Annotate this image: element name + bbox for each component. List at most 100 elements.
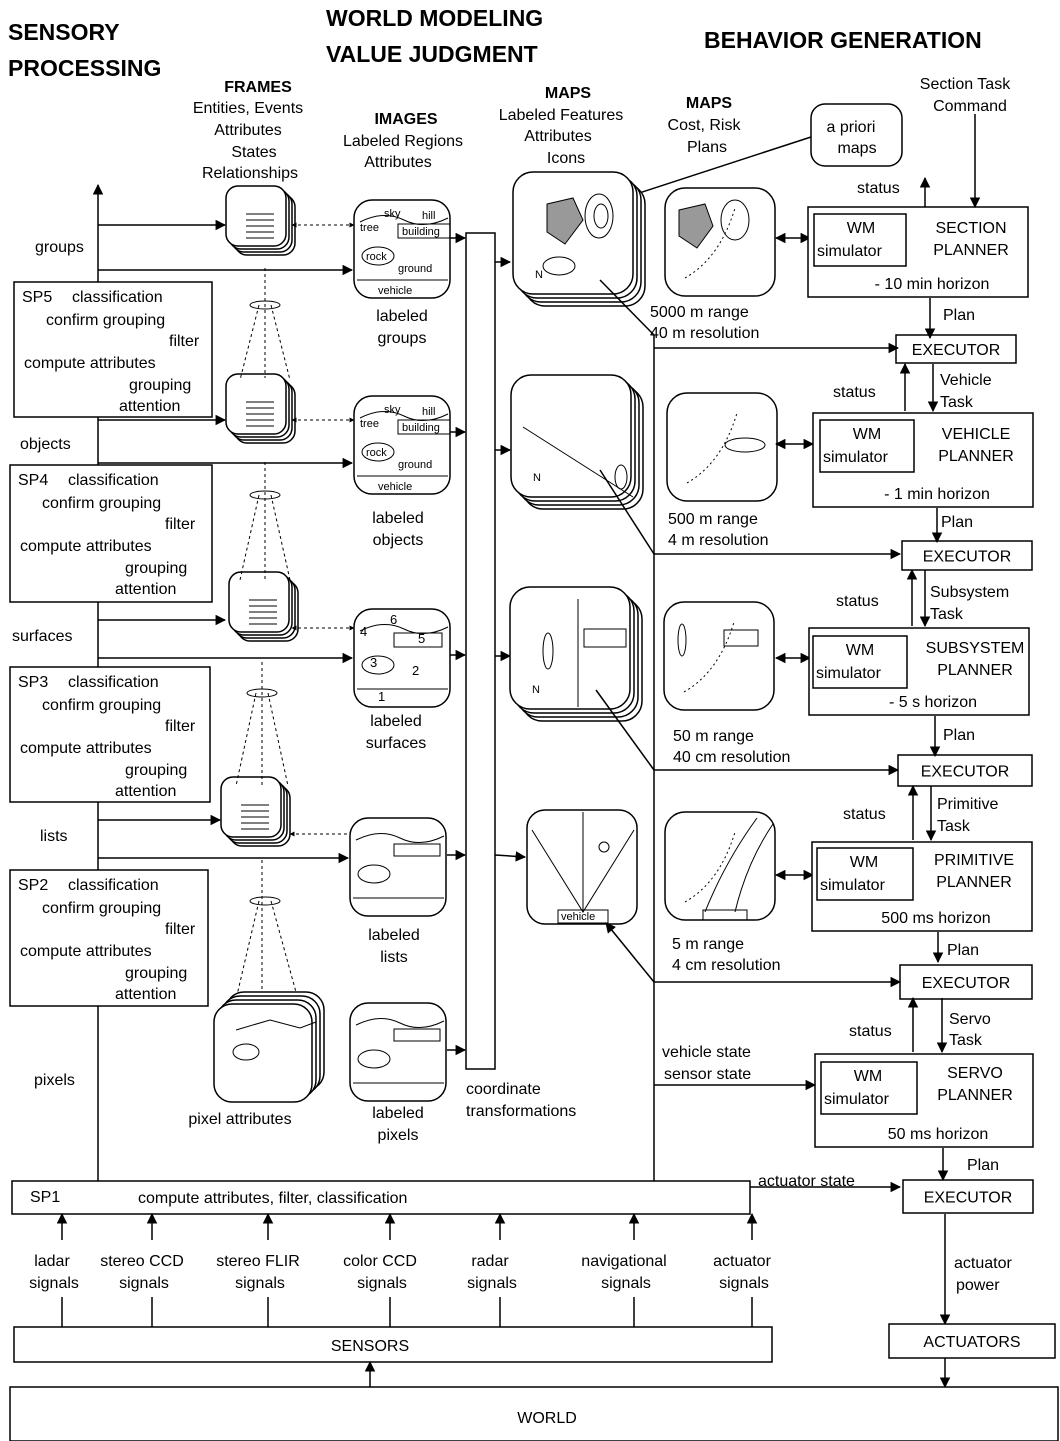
svg-text:Plan: Plan — [967, 1157, 999, 1174]
svg-text:Servo: Servo — [949, 1011, 991, 1028]
executor-label: EXECUTOR — [921, 764, 1010, 781]
coordinate-transform-bar — [465, 232, 496, 1070]
sp-line: compute attributes — [20, 740, 152, 757]
svg-text:IMAGES: IMAGES — [374, 111, 437, 128]
signal-label-2: signals — [119, 1275, 169, 1292]
planner-name-1: SECTION — [935, 220, 1006, 237]
sp-line: compute attributes — [20, 943, 152, 960]
surface-number: 4 — [360, 624, 367, 639]
label-pixels: pixels — [34, 1072, 75, 1089]
svg-text:status: status — [833, 384, 876, 401]
cost-map — [666, 392, 778, 502]
svg-text:Plan: Plan — [941, 514, 973, 531]
ground-label: ground — [398, 263, 432, 275]
sp-line: grouping — [129, 377, 191, 394]
surface-number: 1 — [378, 689, 385, 704]
sp-id: SP3 — [18, 674, 48, 691]
north-label: N — [535, 269, 543, 281]
sp-line: compute attributes — [20, 538, 152, 555]
sp-line: filter — [169, 333, 200, 350]
svg-text:40 cm resolution: 40 cm resolution — [673, 749, 790, 766]
planner-name-2: PLANNER — [938, 448, 1014, 465]
planner-name-2: PLANNER — [936, 874, 1012, 891]
north-label: N — [532, 684, 540, 696]
horizon-label: - 1 min horizon — [884, 486, 990, 503]
feature-map-stack: N — [510, 374, 644, 510]
simulator-label: simulator — [824, 1091, 890, 1108]
label-objects: objects — [20, 436, 71, 453]
north-label: N — [533, 472, 541, 484]
surface-number: 2 — [412, 663, 419, 678]
signal-label-1: color CCD — [343, 1253, 417, 1270]
tree-label: tree — [360, 222, 379, 234]
surface-number: 5 — [418, 631, 425, 646]
planner-name-1: VEHICLE — [942, 426, 1010, 443]
image-label-2: lists — [380, 949, 408, 966]
image-tile — [349, 1002, 447, 1102]
sp-line: confirm grouping — [42, 495, 161, 512]
svg-text:40 m resolution: 40 m resolution — [650, 325, 759, 342]
maps-cost-column-title: MAPS Cost, Risk Plans — [668, 95, 742, 156]
svg-text:Attributes: Attributes — [214, 122, 282, 139]
svg-text:MAPS: MAPS — [686, 95, 733, 112]
wm-label: WM — [854, 1068, 882, 1085]
image-label-1: labeled — [372, 510, 424, 527]
simulator-label: simulator — [823, 449, 889, 466]
svg-text:MAPS: MAPS — [545, 85, 592, 102]
svg-text:Command: Command — [933, 98, 1007, 115]
horizon-label: 50 ms horizon — [888, 1126, 989, 1143]
svg-text:Labeled Features: Labeled Features — [499, 107, 624, 124]
actuators-box — [888, 1323, 1056, 1359]
svg-text:4 m resolution: 4 m resolution — [668, 532, 769, 549]
frame-stack — [225, 373, 296, 444]
svg-text:Vehicle: Vehicle — [940, 372, 992, 389]
executor-box: EXECUTOR — [899, 964, 1033, 1000]
sp-line: compute attributes — [24, 355, 156, 372]
sp-line: confirm grouping — [46, 312, 165, 329]
image-label-2: groups — [378, 330, 427, 347]
vehicle-state-label-1: vehicle state — [662, 1044, 751, 1061]
sp-line: grouping — [125, 965, 187, 982]
signal-label-1: stereo CCD — [100, 1253, 184, 1270]
svg-text:Cost, Risk: Cost, Risk — [668, 117, 742, 134]
executor-box: EXECUTOR — [902, 1179, 1034, 1214]
a-priori-label-2: maps — [837, 140, 876, 157]
sp-line: classification — [68, 877, 159, 894]
feature-map-vehicle: vehicle — [526, 809, 638, 925]
transform-to-maps-arrows — [494, 256, 527, 862]
vehicle-label: vehicle — [378, 285, 412, 297]
feature-map-stack: N — [509, 586, 643, 722]
surface-number: 6 — [390, 612, 397, 627]
svg-text:Attributes: Attributes — [524, 128, 592, 145]
world-label: WORLD — [517, 1410, 577, 1427]
image-label-1: labeled — [372, 1105, 424, 1122]
signal-label-2: signals — [719, 1275, 769, 1292]
building-label: building — [402, 422, 440, 434]
planner-name-2: PLANNER — [933, 242, 1009, 259]
svg-text:Icons: Icons — [547, 150, 585, 167]
sensors-box — [13, 1326, 773, 1363]
pixel-attributes-label: pixel attributes — [188, 1111, 291, 1128]
svg-text:Plan: Plan — [943, 727, 975, 744]
svg-text:status: status — [836, 593, 879, 610]
horizon-label: - 10 min horizon — [875, 276, 990, 293]
svg-text:500 m range: 500 m range — [668, 511, 758, 528]
cost-map — [664, 187, 776, 297]
actuator-state-label: actuator state — [758, 1173, 855, 1190]
vehicle-label: vehicle — [378, 481, 412, 493]
header-sensory-2: PROCESSING — [8, 55, 161, 81]
svg-text:Task: Task — [937, 818, 971, 835]
signal-label-2: signals — [601, 1275, 651, 1292]
sp-line: classification — [68, 472, 159, 489]
